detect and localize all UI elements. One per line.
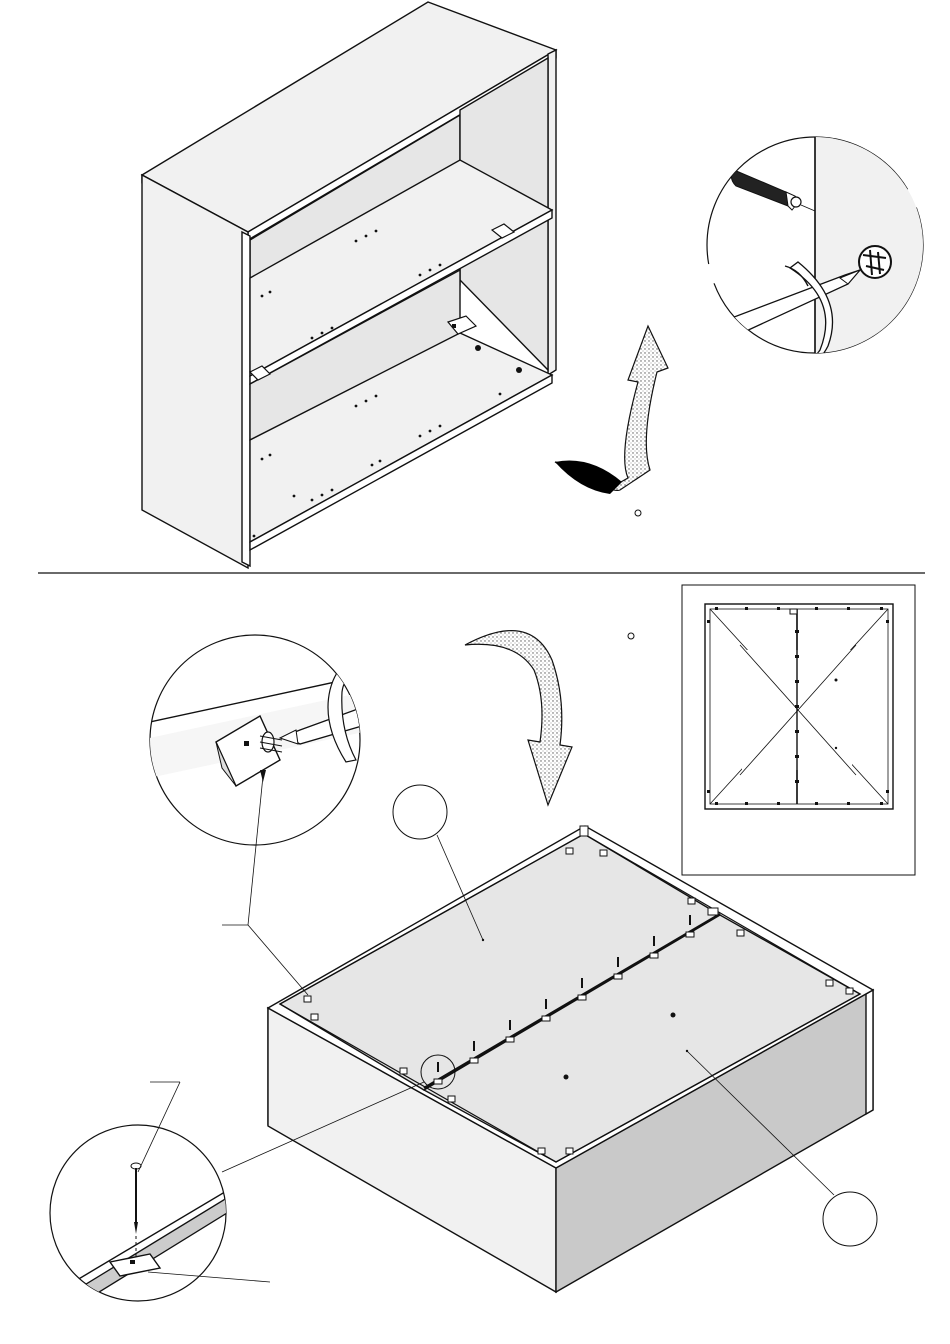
rotate-arrow-top [555,326,668,516]
cam-screw-detail [140,635,410,925]
dowel-and-cam-lock-detail [700,118,925,380]
cabinet-with-shelves [142,2,556,568]
nail-and-clip-detail [50,1082,270,1310]
back-panel-layout-view [682,585,915,875]
rotate-arrow-bottom [465,631,634,805]
